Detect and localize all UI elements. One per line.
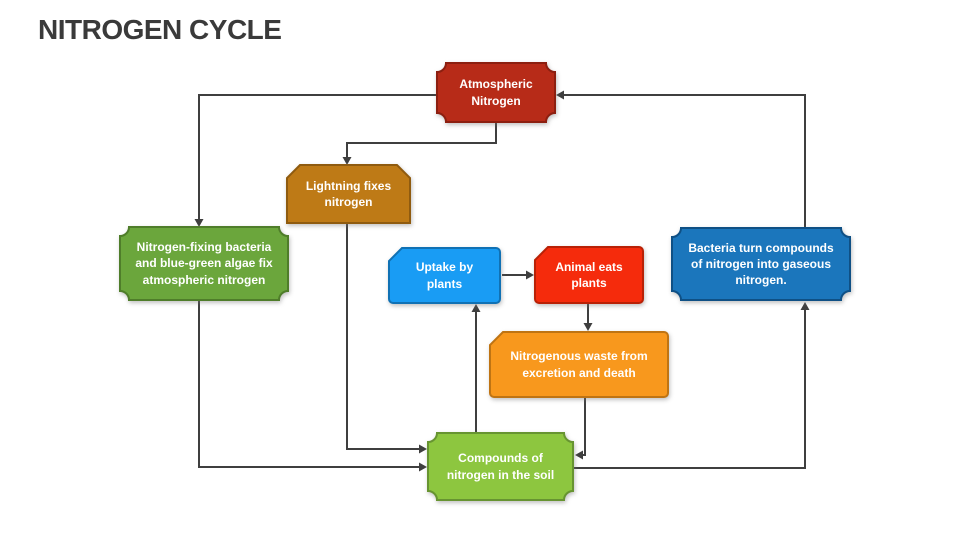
connector-uptake-to-animal: [502, 270, 534, 280]
slide-title: NITROGEN CYCLE: [38, 14, 282, 45]
node-uptake-by-plants: Uptake by plants: [388, 247, 501, 304]
node-nitrogenous-waste: Nitrogenous waste from excretion and dea…: [489, 331, 669, 398]
node-atmospheric-nitrogen: Atmospheric Nitrogen: [436, 62, 556, 123]
node-label: Uptake by plants: [415, 260, 474, 291]
node-denitrifying-bacteria: Bacteria turn compounds of nitrogen into…: [671, 227, 851, 301]
connector-fixing-to-soil: [198, 300, 427, 472]
node-compounds-in-soil: Compounds of nitrogen in the soil: [427, 432, 574, 501]
node-lightning-fixes-nitrogen: Lightning fixes nitrogen: [286, 164, 411, 224]
connector-bacteria-to-atmospheric: [556, 90, 806, 228]
node-label: Nitrogen-fixing bacteria and blue-green …: [135, 240, 273, 287]
node-animal-eats-plants: Animal eats plants: [534, 246, 644, 304]
connector-soil-to-uptake: [471, 304, 481, 433]
node-label: Compounds of nitrogen in the soil: [446, 451, 555, 482]
node-label: Lightning fixes nitrogen: [305, 178, 392, 209]
node-nitrogen-fixing-bacteria: Nitrogen-fixing bacteria and blue-green …: [119, 226, 289, 301]
node-label: Atmospheric Nitrogen: [459, 77, 533, 108]
connector-animal-to-waste: [583, 303, 593, 331]
connector-waste-to-soil: [575, 397, 586, 460]
connector-atmospheric-to-lightning: [342, 122, 497, 165]
node-label: Nitrogenous waste from excretion and dea…: [510, 349, 648, 380]
node-label: Animal eats plants: [555, 259, 623, 290]
node-label: Bacteria turn compounds of nitrogen into…: [688, 240, 834, 288]
